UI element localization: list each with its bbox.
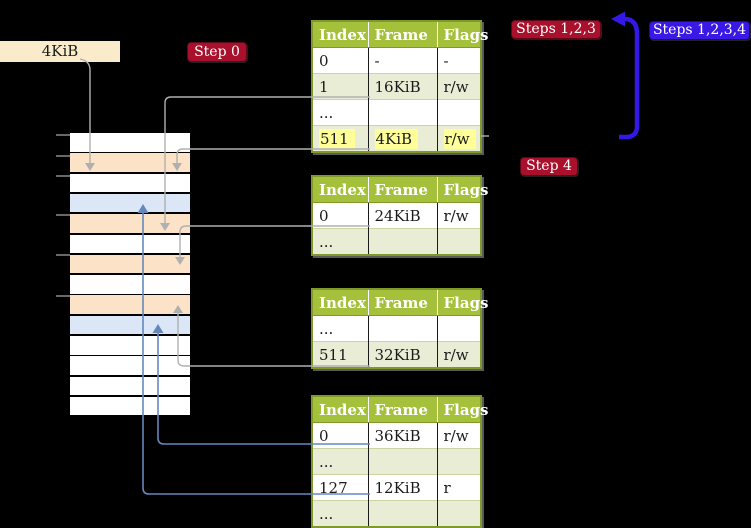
page-table-bottom-row-2-flags: r — [437, 474, 481, 501]
page-table-third-row-1-index: 511 — [312, 341, 369, 368]
memory-frame-row-3 — [70, 193, 190, 213]
page-table-bottom-row-0-flags: r/w — [437, 422, 481, 449]
memory-frame-row-1 — [70, 153, 190, 172]
memory-tick-marks — [56, 134, 70, 297]
memory-frame-row-6 — [70, 254, 190, 274]
page-table-third-row-1-frame: 32KiB — [368, 341, 438, 368]
page-table-second-row-0-flags: r/w — [437, 202, 481, 229]
page-table-third-header-index: Index — [312, 289, 369, 316]
page-table-bottom-row-0-index: 0 — [312, 422, 369, 449]
page-table-third-header-flags: Flags — [437, 289, 489, 316]
page-table-bottom-row-1-index: ... — [312, 448, 369, 475]
page-table-top-row-1-frame: 16KiB — [368, 73, 438, 100]
page-table-second-row-0-index: 0 — [312, 202, 369, 229]
step-4-badge: Step 4 — [520, 157, 578, 176]
page-table-second-row-1-frame — [368, 228, 438, 255]
page-table-top-header-flags: Flags — [437, 21, 489, 48]
memory-frame-row-5 — [70, 234, 190, 253]
page-table-third-row-0: ... — [312, 315, 481, 342]
page-table-bottom-row-2-index: 127 — [312, 474, 369, 501]
memory-frame-row-12 — [70, 376, 190, 396]
page-table-bottom-row-1-frame — [368, 448, 438, 475]
page-table-top-header-frame: Frame — [368, 21, 438, 48]
page-table-bottom-row-2-frame: 12KiB — [368, 474, 438, 501]
page-table-top-row-2-flags — [437, 99, 481, 126]
page-table-second-row-1-flags — [437, 228, 481, 255]
page-table-top-row-2: ... — [312, 99, 481, 126]
memory-frame-row-4 — [70, 214, 190, 233]
page-table-bottom-row-0-frame: 36KiB — [368, 422, 438, 449]
page-table-top-row-2-frame — [368, 99, 438, 126]
memory-frame-row-9 — [70, 315, 190, 335]
page-table-second-row-1-index: ... — [312, 228, 369, 255]
step-0-badge: Step 0 — [187, 42, 247, 62]
page-table-bottom-row-3-flags — [437, 500, 481, 527]
page-table-second-header-index: Index — [312, 176, 369, 203]
page-table-second-header-frame: Frame — [368, 176, 438, 203]
page-table-bottom-row-1: ... — [312, 448, 481, 475]
page-table-second-row-0-frame: 24KiB — [368, 202, 438, 229]
page-table-bottom-row-3-index: ... — [312, 500, 369, 527]
page-table-top-row-3-flags: r/w — [437, 125, 481, 152]
page-table-top-row-3-index: 511 — [312, 125, 369, 152]
memory-frame-row-11 — [70, 356, 190, 375]
page-table-second-header-flags: Flags — [437, 176, 489, 203]
page-table-second-row-1: ... — [312, 228, 481, 255]
page-table-third-row-0-flags — [437, 315, 481, 342]
page-table-top-header-index: Index — [312, 21, 369, 48]
page-table-bottom-row-1-flags — [437, 448, 481, 475]
memory-frame-row-0 — [70, 133, 190, 152]
page-table-bottom-header-index: Index — [312, 396, 369, 423]
page-table-top-row-2-index: ... — [312, 99, 369, 126]
page-table-third-row-0-frame — [368, 315, 438, 342]
page-table-third-row-0-index: ... — [312, 315, 369, 342]
page-table-top-row-1-flags: r/w — [437, 73, 481, 100]
page-table-bottom-header-flags: Flags — [437, 396, 489, 423]
steps-1234-arrow — [611, 11, 640, 140]
page-table-bottom-row-3-frame — [368, 500, 438, 527]
physical-memory-column — [70, 133, 190, 417]
memory-frame-row-13 — [70, 396, 190, 416]
memory-frame-row-7 — [70, 275, 190, 294]
page-table-top-row-1-index: 1 — [312, 73, 369, 100]
memory-frame-row-10 — [70, 336, 190, 355]
frame-size-label: 4KiB — [0, 41, 120, 62]
page-table-top-row-0-frame: - — [368, 47, 438, 74]
page-table-top-row-0-flags: - — [437, 47, 481, 74]
page-table-top-row-3-frame: 4KiB — [368, 125, 438, 152]
page-table-top-row-0: 0-- — [312, 47, 481, 74]
page-table-third-header-frame: Frame — [368, 289, 438, 316]
memory-frame-row-8 — [70, 295, 190, 314]
page-table-top-row-0-index: 0 — [312, 47, 369, 74]
memory-frame-row-2 — [70, 173, 190, 193]
page-table-third-row-1-flags: r/w — [437, 341, 481, 368]
steps-123-badge: Steps 1,2,3 — [511, 20, 601, 39]
steps-1234-badge: Steps 1,2,3,4 — [649, 21, 750, 40]
page-table-bottom-header-frame: Frame — [368, 396, 438, 423]
page-table-bottom-row-3: ... — [312, 500, 481, 527]
